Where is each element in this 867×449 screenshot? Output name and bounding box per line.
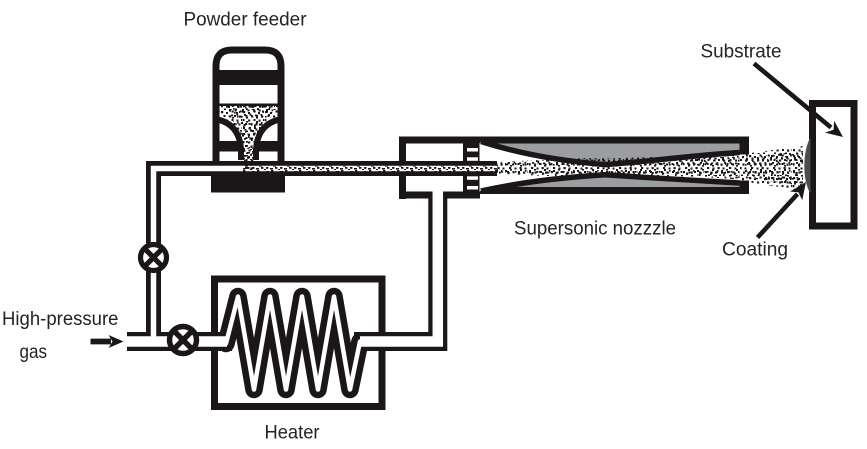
svg-text:gas: gas — [20, 341, 48, 363]
svg-text:High-pressure: High-pressure — [2, 308, 119, 330]
svg-text:Supersonic nozzzle: Supersonic nozzzle — [514, 218, 676, 240]
svg-text:Heater: Heater — [265, 421, 320, 443]
svg-text:Powder feeder: Powder feeder — [184, 9, 307, 31]
svg-text:Substrate: Substrate — [701, 41, 782, 63]
svg-text:Coating: Coating — [722, 238, 788, 260]
